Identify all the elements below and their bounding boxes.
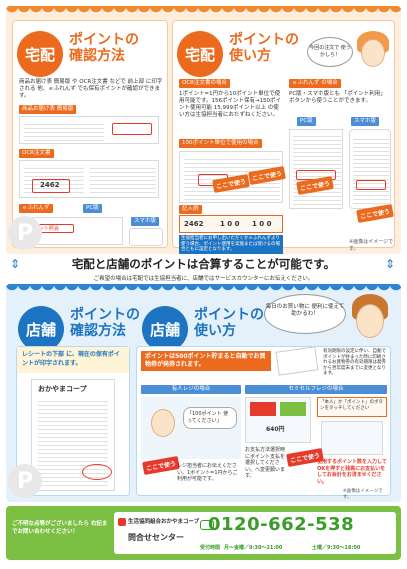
delivery-use-panel: 宅配 ポイントの 使い方 今回の注文で 使うかしら！ OCR注文書の場合 1ポイ…	[172, 20, 395, 254]
receipt-logo: おかやまコープ	[38, 385, 87, 393]
merge-note: ご希望の場合は宅配では生協担当者に、店舗ではサービスカウンターにお伝えください。	[93, 276, 314, 282]
p-watermark-top: P	[8, 216, 42, 250]
p-watermark-bottom: P	[8, 464, 42, 498]
receipt-image: おかやまコープ	[31, 379, 115, 491]
store-use-lead: ポイントは500ポイント貯まると自動でお買物券が発券されます。	[141, 351, 271, 371]
store-side-note: 有効期限の設定に伴い、自動でポイントが貯まった時に印刷されるお買物券の有効期限は…	[323, 349, 386, 376]
self-register-amount: 640円	[266, 426, 285, 433]
tag-manned-register: 有人レジの場合	[141, 385, 241, 394]
manned-text: レジ担当者にお伝えください。1ポイント=1円からご利用が可能です。	[177, 463, 238, 482]
woman-illustration	[361, 39, 385, 67]
delivery-check-title-2: 確認方法	[69, 48, 125, 64]
image-note-bottom: ※画像はイメージです。	[343, 489, 383, 500]
store-speech-bubble: 毎日のお買い物に 便利に使えて 助かるわ！	[264, 294, 346, 334]
footer-center: 問合せセンター	[128, 533, 184, 542]
receipt-panel: レシートの下部 に、現在の保有ポイントが印字されます。 おかやまコープ	[16, 346, 130, 496]
tag-efriends: ｅふれんず	[19, 204, 53, 213]
entry-example-value: 2462	[184, 220, 204, 228]
coop-logo-icon	[118, 518, 126, 526]
image-note-top: ※画像はイメージです。	[349, 239, 394, 252]
arrow-left-icon: ⇕	[10, 257, 21, 271]
scallop-border-blue	[6, 284, 401, 296]
self-text: お支払方法選択時にポイント支払を選択してください。へ変更願います。	[245, 447, 286, 479]
efriends-pc-use-image	[289, 129, 343, 209]
entry-example-row1: 1 0 0	[220, 220, 240, 228]
tag-smartphone: スマホ版	[131, 217, 159, 226]
tag-efriends-use: ｅふれんず の場合	[289, 79, 341, 88]
ocr-use-text: 1ポイント=1円から10ポイント単位で使用可能です。156ポイント保有→150ポ…	[179, 91, 282, 118]
tag-pc: PC版	[83, 204, 102, 213]
delivery-use-note: 生協担当者にお申し出いただくかｅふれんずより使う場合、ポイント使用を実施または受…	[179, 235, 283, 254]
footer-phone[interactable]: 0120-662-538	[208, 514, 355, 535]
tag-ocr-use: OCR注文書の場合	[179, 79, 230, 88]
store-use-panel: ポイントは500ポイント貯まると自動でお買物券が発券されます。 有効期限の設定に…	[136, 346, 391, 500]
delivery-check-panel: 宅配 ポイントの 確認方法 商品お届け表 簡易版 や OCR注文書 などで 前上…	[12, 20, 168, 248]
store-badge-2: 店舗	[142, 306, 188, 352]
ocr-point-value: 2462	[40, 181, 60, 189]
arrow-right-icon: ⇕	[385, 257, 396, 271]
efriends-use-text: PC版・スマホ版とも 「ポイント利用」 ボタンから使うことができます。	[289, 91, 386, 104]
tag-ocr: OCR注文書	[19, 149, 54, 158]
point-highlight	[112, 123, 152, 135]
efriends-sp-use-image	[349, 129, 391, 209]
store-check-title-2: 確認方法	[70, 323, 126, 339]
self-text-2: 使用するポイント数を入力してOKを押すと残高にお支払いをしてお会計をお済ませくだ…	[317, 459, 387, 485]
merge-headline: 宅配と店舗のポイントは合算することが可能です。	[71, 257, 336, 271]
self-register-screen: 640円	[245, 397, 311, 443]
ocr-point-highlight	[32, 179, 70, 193]
speech-bubble: 今回の注文で 使うかしら！	[307, 37, 353, 67]
delivery-slip-image	[19, 116, 159, 144]
footer-contact-box: 生活協同組合おかやまコープ 問合せセンター 受付時間 月～金曜／9:30～21:…	[114, 512, 396, 554]
self-keypad	[321, 421, 383, 455]
delivery-badge: 宅配	[17, 31, 63, 77]
footer-hours-label: 受付時間	[200, 545, 221, 551]
scallop-border	[6, 6, 401, 18]
tag-self-register: セミセルフレジの場合	[245, 385, 387, 394]
self-screen-title: 「本人」か「ポイント」のボタンをタッチしてください	[317, 397, 387, 417]
store-use-title-2: 使い方	[194, 323, 236, 339]
entry-example-row2: 1 0 0	[252, 220, 272, 228]
store-woman-illustration	[356, 304, 384, 338]
delivery-check-intro: 商品お届け表 簡易版 や OCR注文書 などで 前上部 に印字される 他、ｅふれ…	[19, 79, 163, 99]
delivery-check-title-1: ポイントの	[69, 32, 139, 48]
footer-org: 生活協同組合おかやまコープ	[128, 519, 200, 525]
manned-speech: 「100ポイント 使ってください」	[183, 407, 237, 429]
store-badge: 店舗	[18, 306, 64, 352]
tag-pc-use: PC版	[297, 117, 316, 126]
merge-strip: 宅配と店舗のポイントは合算することが可能です。 ご希望の場合は宅配では生協担当者…	[0, 256, 407, 282]
entry-example-label: 記入例	[179, 205, 202, 214]
delivery-section: 宅配 ポイントの 確認方法 商品お届け表 簡易版 や OCR注文書 などで 前上…	[6, 6, 401, 254]
manned-register-illustration: 「100ポイント 使ってください」	[141, 397, 241, 459]
delivery-use-title-2: 使い方	[229, 48, 271, 64]
voucher-image	[275, 346, 319, 376]
receipt-point-circle	[82, 464, 112, 480]
tag-sp-use: スマホ版	[351, 117, 379, 126]
entry-example-box: 2462 1 0 0 1 0 0	[179, 215, 283, 233]
contact-footer: ご不明な点等がございましたら 右記までお問い合わせください！ 生活協同組合おかや…	[6, 506, 401, 560]
store-check-title-1: ポイントの	[70, 307, 140, 323]
point-menu-label: ポイント照会	[29, 226, 60, 232]
footer-hours-sat: 土曜／9:30～18:00	[312, 545, 361, 551]
delivery-badge-2: 宅配	[177, 31, 223, 77]
delivery-use-title-1: ポイントの	[229, 32, 299, 48]
tag-delivery-slip: 商品お届け表 簡易版	[19, 105, 77, 114]
efriends-smartphone-image	[129, 228, 163, 246]
free-dial-icon	[200, 520, 214, 530]
footer-left-text: ご不明な点等がございましたら 右記までお問い合わせください！	[12, 521, 108, 535]
store-use-title-1: ポイントの	[194, 307, 264, 323]
receipt-intro: レシートの下部 に、現在の保有ポイントが印字されます。	[17, 347, 129, 373]
ocr-unit-label: 100ポイント単位で使用の場合	[179, 139, 262, 148]
store-section: 店舗 ポイントの 確認方法 店舗 ポイントの 使い方 毎日のお買い物に 便利に使…	[6, 284, 401, 502]
footer-hours-weekday: 月～金曜／9:30～21:00	[224, 545, 283, 551]
ocr-form-image: 2462	[19, 160, 159, 198]
